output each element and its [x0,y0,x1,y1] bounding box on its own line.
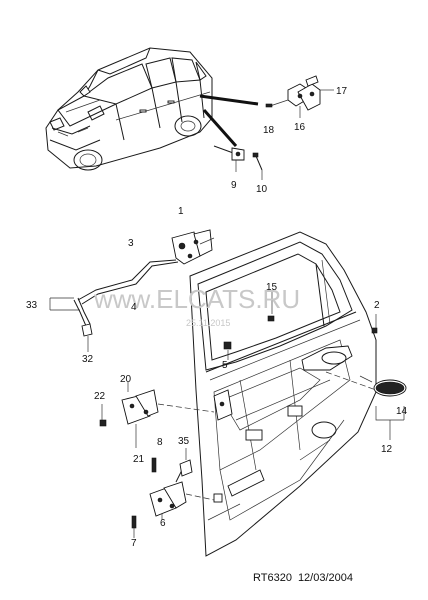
callout-18: 18 [263,125,275,136]
small-fasteners [223,292,378,360]
callout-10: 10 [256,184,268,195]
callout-1: 1 [178,206,184,217]
upper-hinge-assembly [265,75,334,118]
callout-5: 5 [222,360,228,371]
callout-15: 15 [266,282,278,293]
callout-6: 6 [160,518,166,529]
callout-17: 17 [336,86,348,97]
door-check-link [213,145,263,180]
callout-3: 3 [128,238,134,249]
callout-4: 4 [131,302,137,313]
callout-9: 9 [231,180,237,191]
diagram-code: RT6320 [253,572,292,584]
callout-8: 8 [157,437,163,448]
diagram-date: 12/03/2004 [297,572,353,584]
lower-hinge-lower [131,457,215,538]
callout-20: 20 [120,374,132,385]
callout-14: 14 [396,406,408,417]
callout-21: 21 [133,454,145,465]
door-plug [179,448,193,477]
diagram-footer: RT6320 12/03/2004 [253,572,359,584]
outer-handle-assembly [301,345,407,440]
callout-7: 7 [131,538,137,549]
door-latch-assembly [77,229,215,305]
callout-22: 22 [94,391,106,402]
callout-2: 2 [374,300,380,311]
inner-rod-assembly [49,297,93,352]
watermark-main: www.ELCATS.RU [93,284,300,314]
watermark-date: 25.11.2015 [186,318,230,328]
lower-hinge-upper [99,382,215,448]
car-illustration [45,47,259,171]
rear-door [189,231,377,557]
callout-35: 35 [178,436,190,447]
callout-33: 33 [26,300,38,311]
callout-32: 32 [82,354,94,365]
callout-16: 16 [294,122,306,133]
callout-12: 12 [381,444,393,455]
